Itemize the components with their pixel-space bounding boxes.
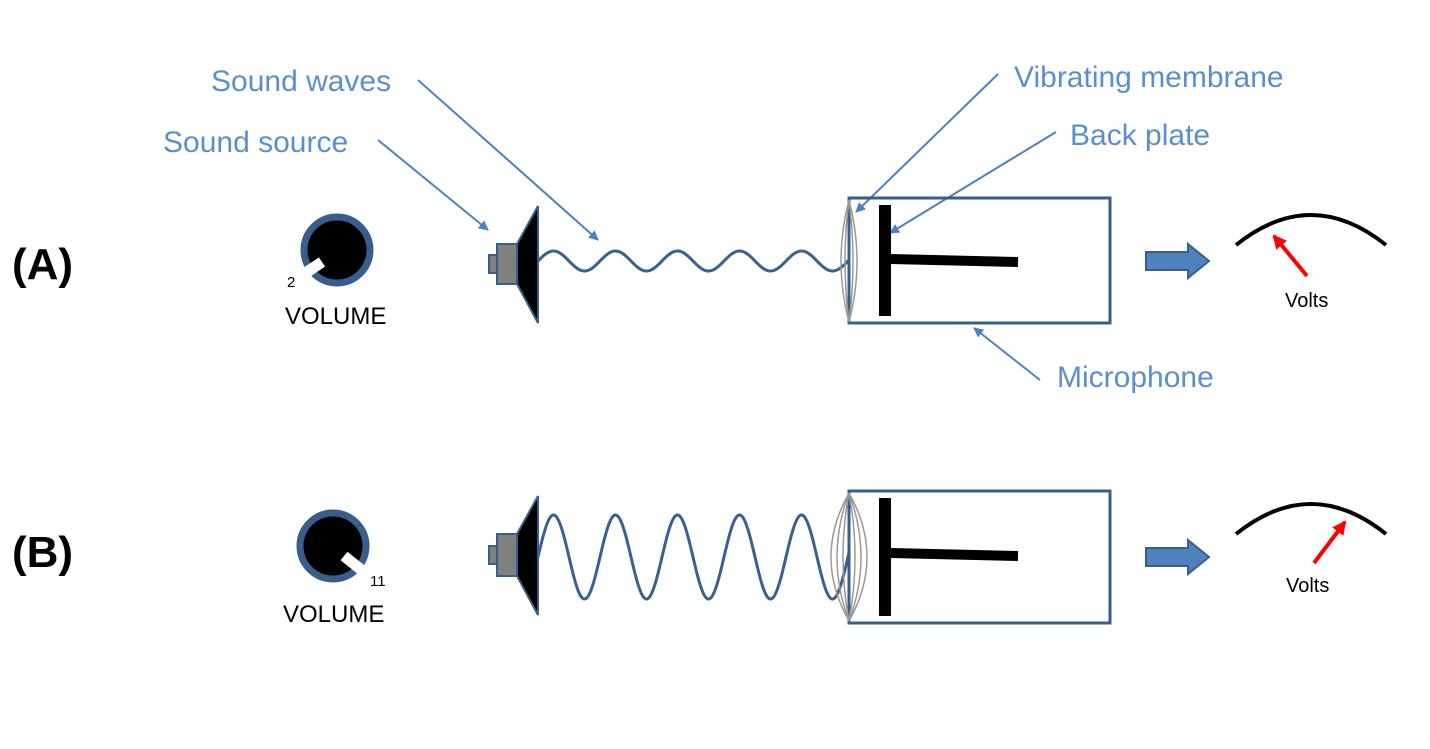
knob-value-a: 2	[287, 274, 295, 291]
panel-a: (A) 2 VOLUME	[12, 196, 1388, 330]
panel-b-label: (B)	[12, 528, 73, 577]
needle-a	[1272, 234, 1309, 278]
label-back-plate: Back plate	[1070, 119, 1210, 152]
membrane-b	[830, 492, 868, 622]
leader-sound-source	[377, 139, 489, 231]
label-microphone: Microphone	[1057, 361, 1214, 394]
volume-label-a: VOLUME	[285, 303, 386, 330]
needle-b	[1312, 520, 1347, 565]
sound-wave-a	[536, 249, 851, 273]
panel-a-label: (A)	[12, 240, 73, 289]
label-sound-waves: Sound waves	[211, 65, 391, 98]
speaker-b	[488, 495, 539, 616]
leader-vibrating-membrane	[855, 73, 999, 213]
signal-arrow-a	[1145, 241, 1211, 281]
speaker-a	[488, 205, 539, 324]
volume-label-b: VOLUME	[283, 601, 384, 628]
volt-meter-b	[1234, 502, 1388, 565]
leader-back-plate	[889, 131, 1057, 234]
volt-meter-a	[1234, 213, 1388, 278]
microphone-a	[840, 196, 1112, 325]
leader-microphone	[973, 327, 1041, 381]
label-vibrating-membrane: Vibrating membrane	[1014, 61, 1284, 94]
label-sound-source: Sound source	[163, 126, 348, 159]
leader-sound-waves	[417, 79, 599, 241]
leader-lines	[377, 73, 1057, 381]
meter-label-b: Volts	[1286, 575, 1329, 597]
back-plate-a	[879, 205, 891, 316]
signal-arrow-b	[1145, 537, 1211, 577]
panel-b: (B) 11 VOLUME	[12, 489, 1388, 628]
membrane-a	[840, 199, 858, 323]
meter-label-a: Volts	[1285, 290, 1328, 312]
microphone-b	[830, 489, 1112, 625]
sound-wave-b	[536, 513, 851, 601]
knob-pointer	[300, 257, 326, 279]
volume-knob-a	[300, 213, 374, 287]
back-plate-b	[879, 498, 891, 616]
knob-pointer	[340, 551, 368, 577]
knob-value-b: 11	[370, 573, 386, 590]
volume-knob-b	[296, 509, 370, 583]
